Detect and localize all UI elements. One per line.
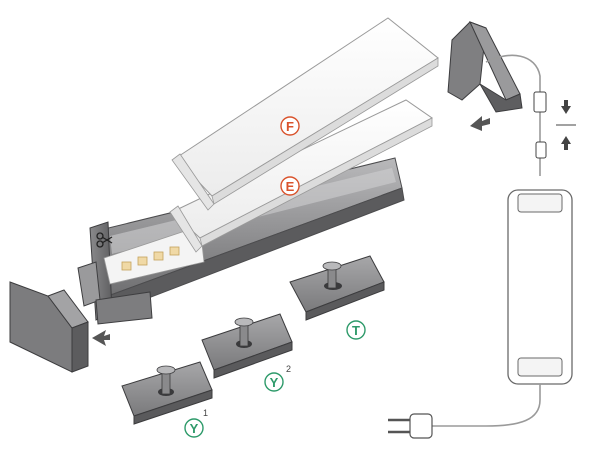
arrow-icon (92, 330, 110, 346)
power-plug-icon (388, 413, 433, 439)
power-supply (507, 189, 573, 385)
screw-icon (322, 261, 342, 289)
svg-text:E: E (286, 179, 295, 194)
label-f: F (280, 116, 300, 136)
svg-text:Y: Y (190, 421, 199, 436)
svg-text:2: 2 (286, 364, 291, 374)
label-y2: Y 2 (264, 364, 291, 392)
label-e: E (280, 176, 300, 196)
arrow-icon (470, 116, 490, 131)
led-strip (103, 225, 205, 285)
led-chip-icon (121, 246, 180, 271)
end-cap-right (447, 21, 523, 113)
scissors-icon (96, 232, 113, 248)
svg-text:F: F (286, 119, 294, 134)
screw-icon (156, 365, 176, 395)
clip-t (289, 255, 385, 321)
svg-text:T: T (352, 323, 360, 338)
arrow-icon (556, 100, 576, 150)
label-t: T (346, 320, 366, 340)
svg-text:1: 1 (203, 408, 208, 418)
svg-text:Y: Y (270, 375, 279, 390)
screw-icon (234, 317, 254, 347)
cover-f (171, 17, 439, 211)
wire-connector (533, 91, 547, 159)
mains-cable (430, 384, 541, 427)
cover-e (169, 99, 433, 253)
end-cap-left (9, 281, 89, 373)
label-y1: Y 1 (184, 408, 208, 438)
